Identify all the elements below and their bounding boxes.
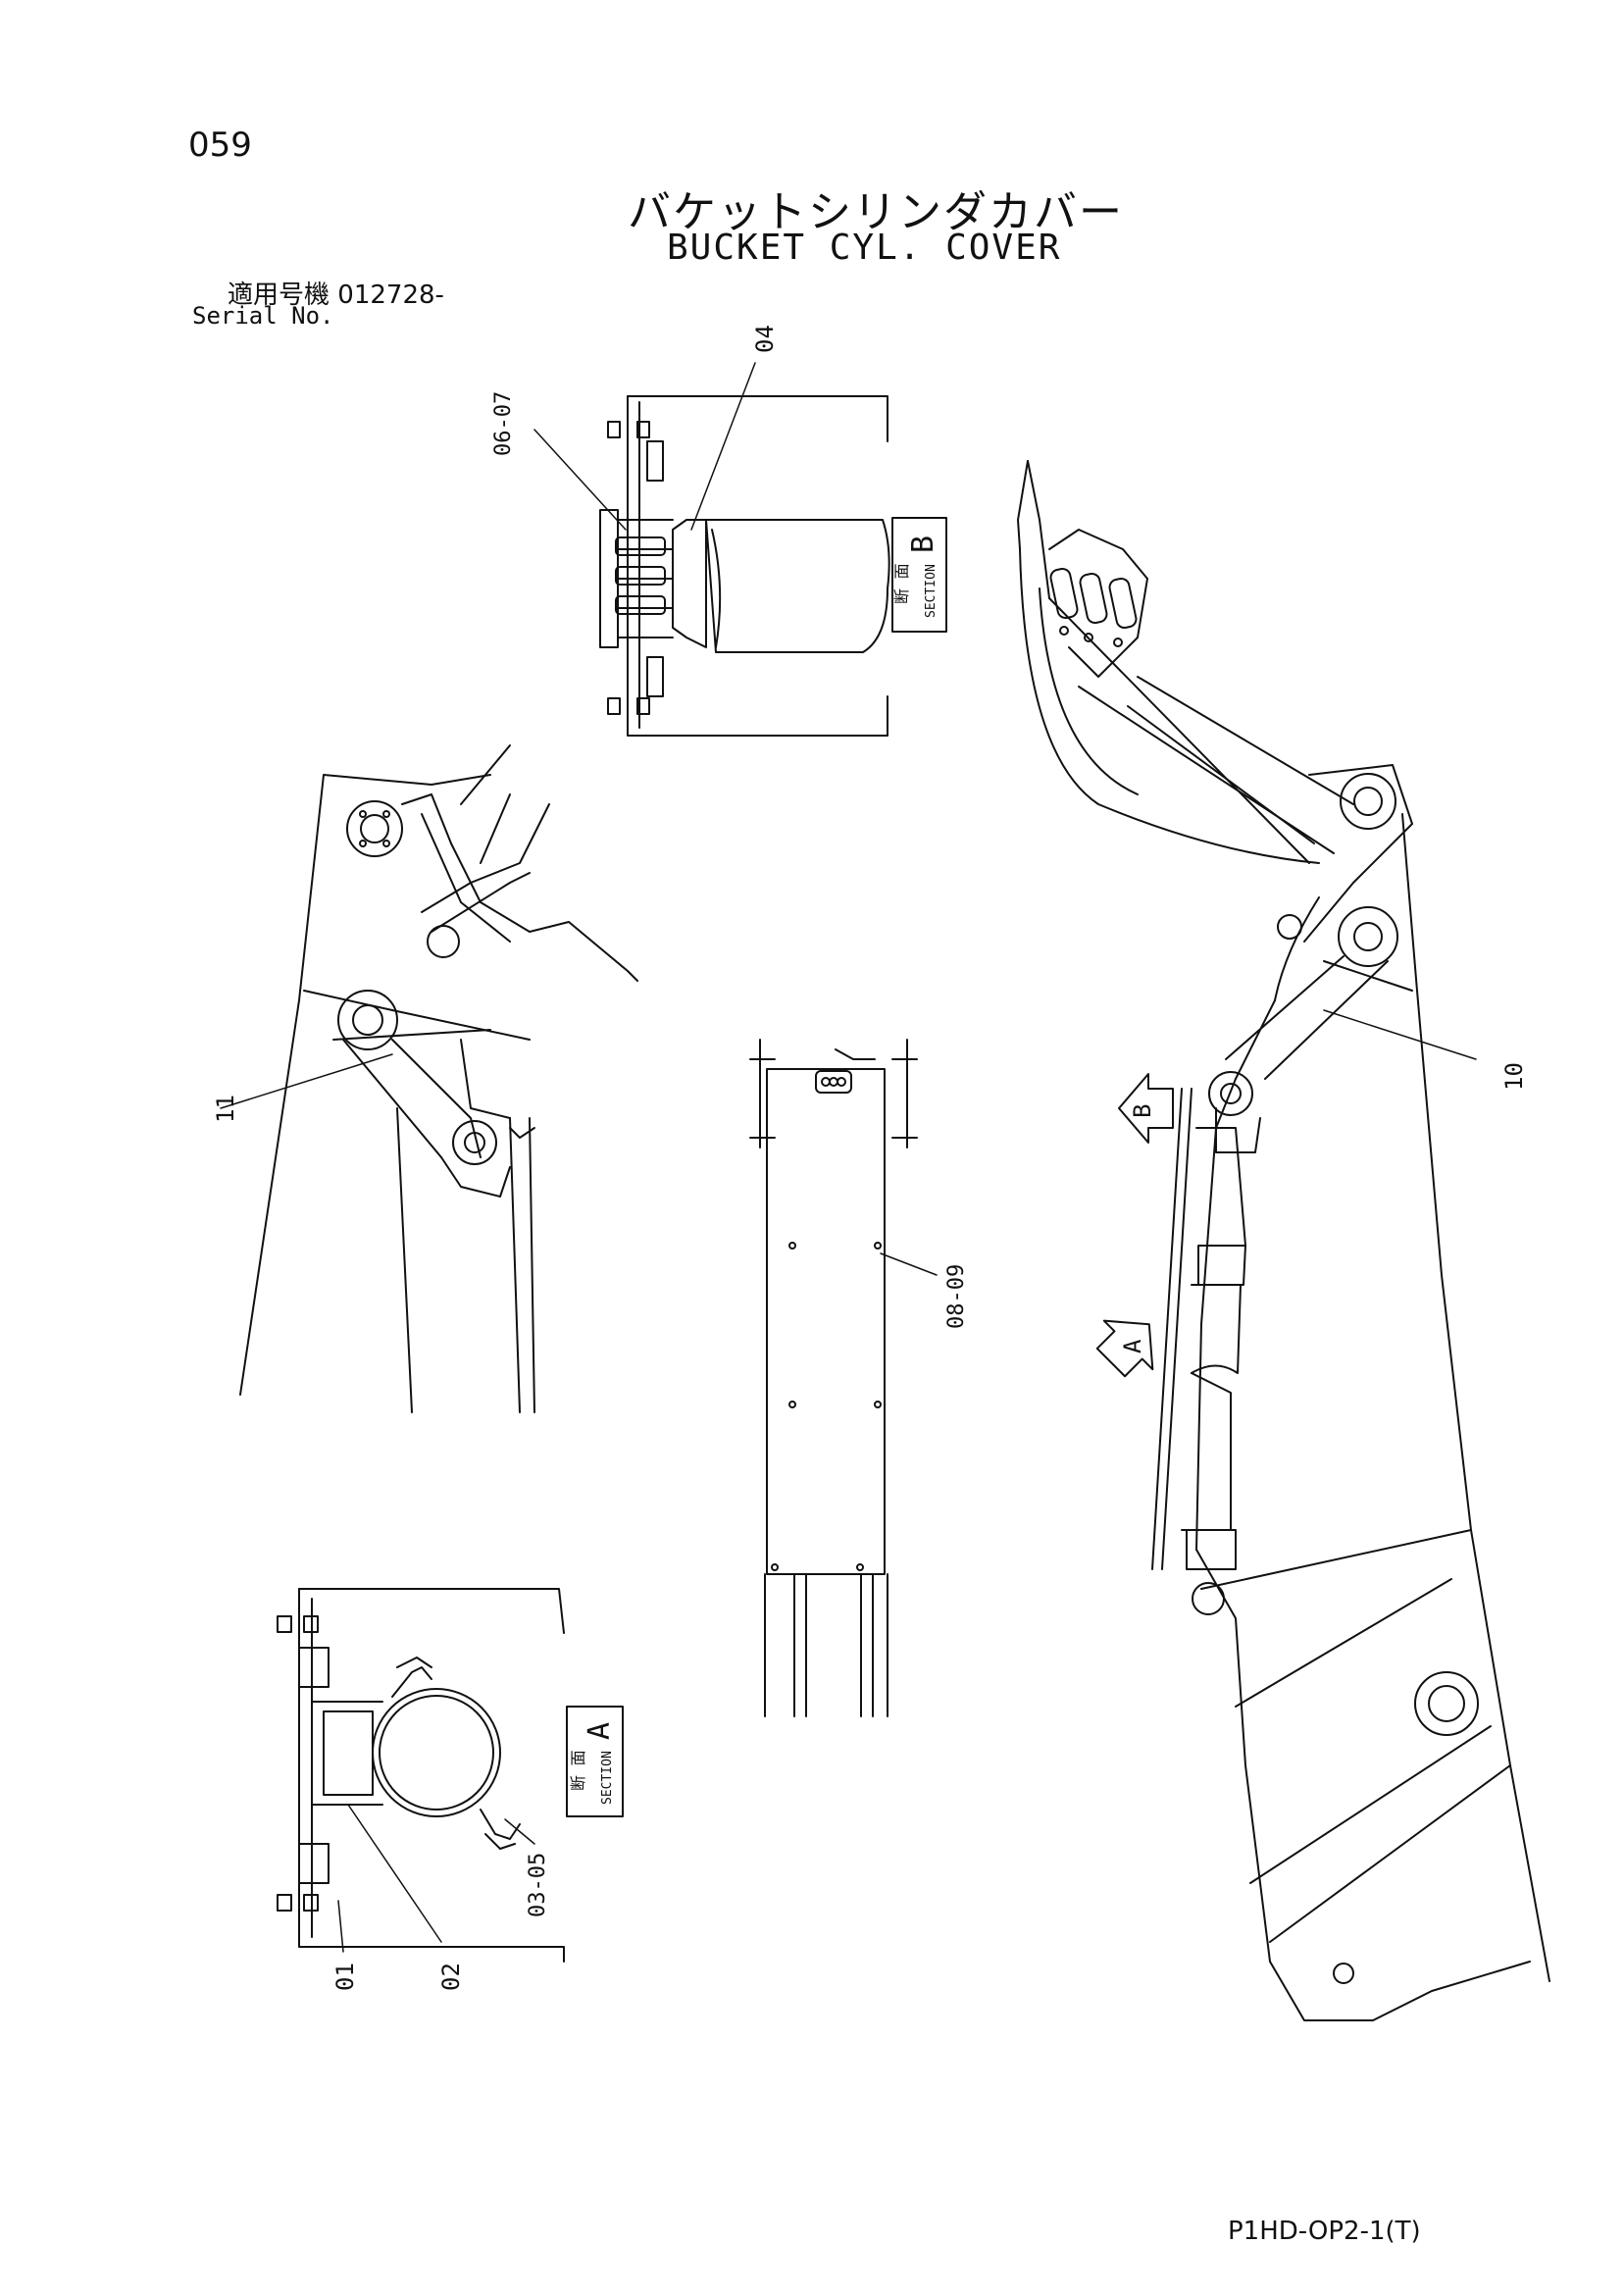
serial-label-japanese: 適用号機 xyxy=(228,281,330,310)
callout-08-09: 08-09 xyxy=(944,1264,969,1329)
section-a-word: SECTION xyxy=(600,1751,615,1805)
drawing-code: P1HD-OP2-1(T) xyxy=(1228,2217,1421,2246)
boom-end-view xyxy=(220,744,638,1413)
page-number: 059 xyxy=(188,126,252,165)
serial-value: 012728- xyxy=(337,281,444,310)
section-b-view xyxy=(533,362,947,737)
arm-full-view: B A xyxy=(1017,460,1550,2021)
callout-11: 11 xyxy=(212,1095,239,1123)
callout-02: 02 xyxy=(437,1963,465,1991)
serial-label-english: Serial No. xyxy=(192,302,334,330)
serial-number-label: 適用号機 012728- xyxy=(228,275,444,311)
section-b-letter: B xyxy=(906,536,940,553)
callouts: 04 06-07 11 08-09 10 01 02 03-05 xyxy=(212,325,1528,1991)
section-a-label: 断 面 SECTION A xyxy=(569,1722,617,1805)
section-a-letter: A xyxy=(583,1722,617,1740)
section-a-view xyxy=(277,1588,624,1963)
callout-03-05: 03-05 xyxy=(526,1853,550,1917)
callout-10: 10 xyxy=(1500,1062,1528,1091)
page-title-japanese: バケットシリンダカバー xyxy=(628,187,1124,237)
callout-06-07: 06-07 xyxy=(491,391,516,456)
callout-04: 04 xyxy=(751,325,779,353)
cover-top-view xyxy=(749,1039,938,1717)
section-b-word: SECTION xyxy=(924,564,939,618)
section-b-label: 断 面 SECTION B xyxy=(892,536,940,618)
page-title-english: BUCKET CYL. COVER xyxy=(667,228,1062,268)
section-arrow-b-label: B xyxy=(1129,1104,1156,1118)
callout-01: 01 xyxy=(331,1963,359,1991)
section-arrow-a-label: A xyxy=(1119,1339,1146,1353)
section-a-kanji: 断 面 xyxy=(569,1750,587,1791)
section-b-kanji: 断 面 xyxy=(892,563,911,604)
